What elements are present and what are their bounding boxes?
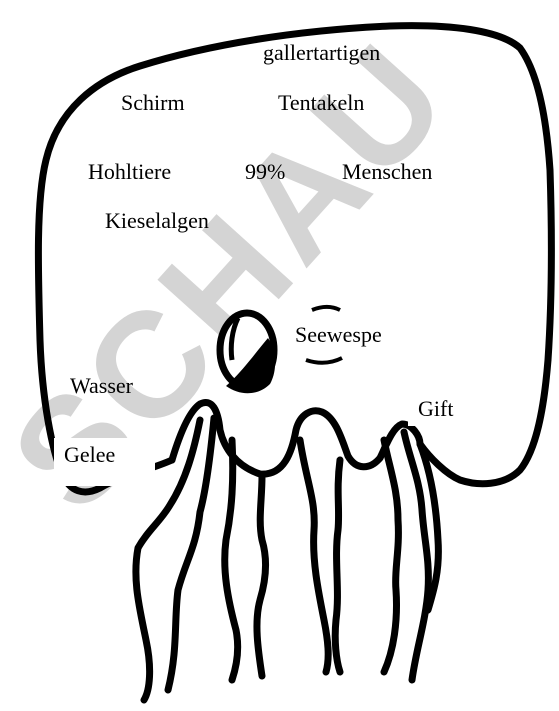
word-hohltiere: Hohltiere	[88, 161, 171, 183]
label-bracket-bottom	[306, 358, 342, 363]
word-seewespe: Seewespe	[285, 318, 392, 352]
tentacle-2-inner	[257, 476, 266, 676]
tentacle-3-inner	[335, 460, 340, 672]
word-gallertartigen: gallertartigen	[263, 42, 380, 64]
word-menschen: Menschen	[342, 161, 432, 183]
word-percent: 99%	[245, 161, 285, 183]
tentacle-3	[300, 440, 328, 672]
tentacle-4	[384, 440, 398, 672]
jellyfish-eye	[220, 313, 275, 393]
word-gelee: Gelee	[54, 438, 155, 486]
word-schirm: Schirm	[121, 92, 185, 114]
word-kieselalgen: Kieselalgen	[105, 210, 209, 232]
word-gift: Gift	[408, 392, 463, 426]
word-wasser: Wasser	[70, 375, 133, 397]
tentacle-2	[225, 440, 238, 680]
label-bracket-top	[312, 307, 340, 310]
word-tentakeln: Tentakeln	[278, 92, 364, 114]
